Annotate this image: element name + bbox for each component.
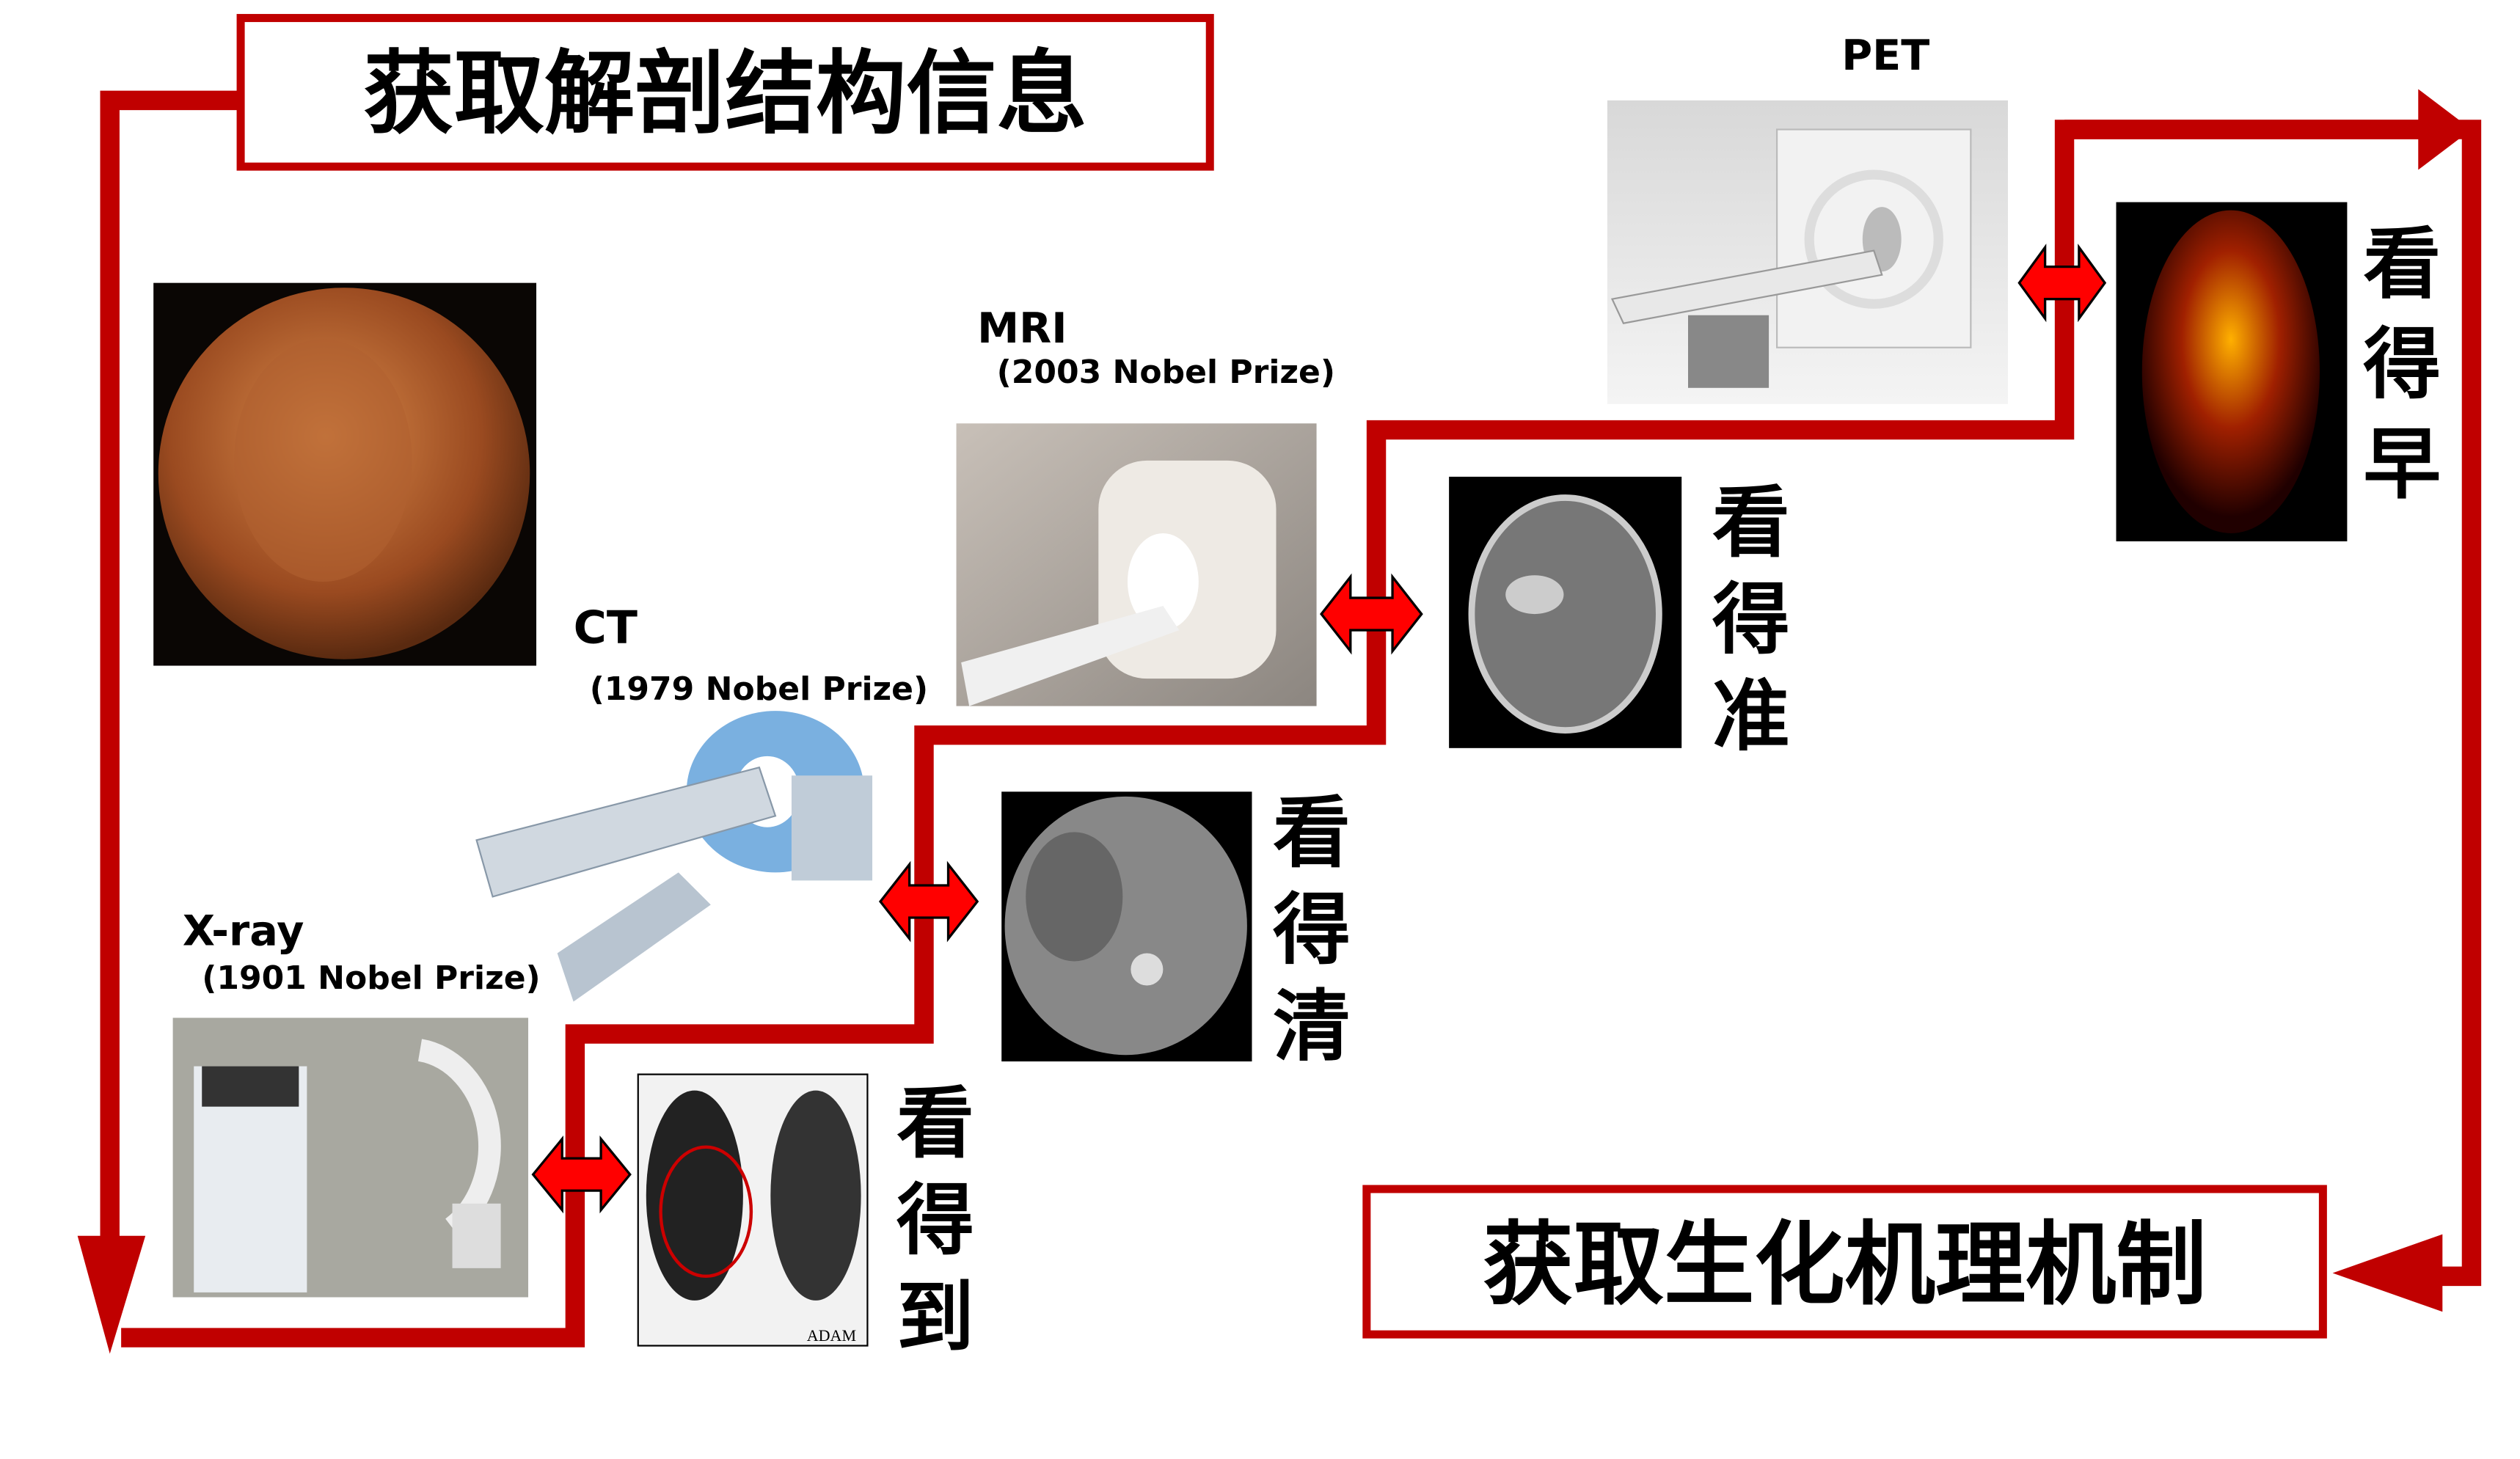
caption-ct: 看 得 清 [1273,788,1351,1072]
caption-pet: 看 得 早 [2363,219,2441,510]
adam-watermark: ADAM [807,1326,856,1345]
ct-liver-image [1001,791,1252,1061]
double-arrow-icon [531,1136,632,1214]
svg-text:看: 看 [1273,788,1351,878]
mri-label: MRI [977,304,1067,353]
svg-text:看: 看 [2363,219,2441,310]
brain-mri-image [1449,476,1682,748]
xray-prize: (1901 Nobel Prize) [202,959,540,997]
pet-label: PET [1841,31,1929,80]
caption-mri: 看 得 准 [1712,478,1790,761]
title-top: 获取解剖结构信息 [363,42,1086,147]
double-arrow-icon [878,860,979,943]
svg-text:得: 得 [1712,574,1790,665]
title-box-bottom: 获取生化机理机制 [1362,1185,2327,1339]
arrow-right-icon [2418,89,2472,170]
pet-scan-image [2116,202,2348,541]
mri-scanner-image [956,423,1317,706]
ct-prize: (1979 Nobel Prize) [590,670,928,708]
arrow-left-icon [2332,1234,2443,1312]
pet-scanner-image [1607,100,2008,404]
title-box-top: 获取解剖结构信息 [236,14,1214,171]
svg-text:清: 清 [1273,981,1351,1072]
nobel-medal-image [153,282,537,666]
title-bottom: 获取生化机理机制 [1483,1213,2206,1317]
xray-label: X-ray [183,906,304,955]
svg-text:早: 早 [2363,420,2441,510]
xray-machine-image [172,1017,529,1298]
svg-text:得: 得 [896,1175,974,1265]
svg-text:看: 看 [1712,478,1790,568]
svg-text:准: 准 [1712,671,1790,761]
svg-text:看: 看 [896,1078,974,1169]
arrow-down-icon [77,1235,146,1354]
caption-xray: 看 得 到 [896,1078,974,1362]
chest-xray-image: ADAM [637,1073,869,1347]
double-arrow-icon [1320,573,1423,655]
ct-label: CT [574,601,638,654]
double-arrow-icon [2017,244,2107,323]
ct-scanner-image [475,711,873,1002]
svg-text:到: 到 [896,1272,974,1362]
svg-text:得: 得 [1273,885,1351,975]
mri-prize: (2003 Nobel Prize) [997,354,1335,391]
svg-text:得: 得 [2363,319,2441,409]
